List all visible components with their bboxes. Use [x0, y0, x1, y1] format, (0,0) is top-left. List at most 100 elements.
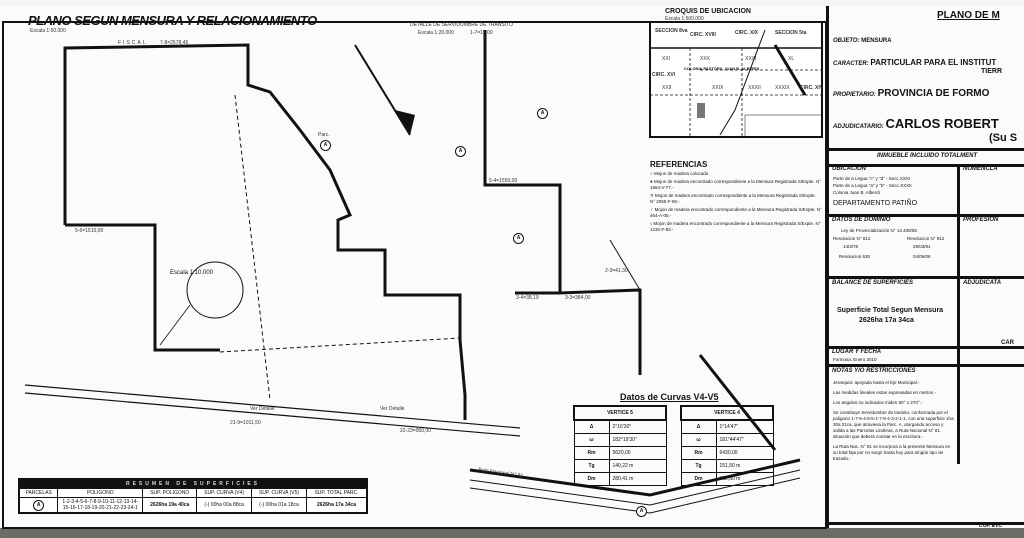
lugar-fecha: Formosa, Enero 2010	[833, 357, 877, 362]
road-line	[24, 384, 521, 429]
parcel-marker: A	[33, 499, 45, 511]
croquis-frame	[649, 21, 823, 138]
objeto-row: OBJETO: MENSURA	[833, 38, 892, 44]
title-block-heading: PLANO DE M	[937, 10, 1000, 21]
text	[829, 364, 1024, 367]
nota-item: Jerarquía: apoyada hasta el Eje Municipa…	[833, 380, 920, 385]
dominio-line: Ley de Provincialización N° 14.408/55	[841, 228, 917, 233]
car-label: CAR	[1001, 340, 1014, 346]
table-cell: SUP. CURVA (V4)	[196, 488, 253, 498]
legend-item: ● Mojon de madera encontrado correspondi…	[650, 179, 822, 190]
table-cell: Δ	[680, 419, 717, 434]
croquis-label: XXXI	[745, 56, 757, 62]
measure-label: 2-3=41,30	[605, 268, 628, 274]
croquis-label: XXI	[662, 56, 671, 62]
table-cell: POLIGONO	[57, 488, 144, 498]
table-cell: 2626ha 19a 40ca	[142, 497, 198, 514]
table-cell: SUP. CURVA (V5)	[251, 488, 307, 498]
detail-scale: Escala 1:20.000	[418, 30, 454, 36]
table-cell: ω	[680, 433, 717, 447]
nota-item: Se constituye Servidumbre de transito, c…	[833, 410, 954, 439]
measure-label: 7-8=2578,46	[160, 40, 189, 46]
plan-sheet	[0, 6, 1024, 528]
ubicacion-title: UBICACION	[832, 166, 866, 172]
parcel-marker: A	[636, 506, 647, 517]
plan-scale: Escala 1:50.000	[30, 28, 66, 34]
text	[829, 276, 1024, 279]
croquis-title: CROQUIS DE UBICACION	[665, 8, 751, 15]
croquis-label: SECCION 5ta	[775, 30, 807, 36]
profesional-title: PROFESION	[963, 217, 999, 223]
measure-label: 5-6=1510,00	[75, 228, 104, 234]
balance-text: Superficie Total Segun Mensura	[837, 307, 944, 314]
text	[829, 148, 1024, 151]
table-cell: Tg	[680, 459, 717, 473]
legend-text: Mojon de madera colocado	[653, 171, 709, 176]
parcel-marker: A	[537, 108, 548, 119]
road-curve	[469, 477, 801, 514]
text: CARACTER:	[833, 61, 869, 67]
table-cell: 5620,00	[608, 446, 667, 460]
notas-title: NOTAS Y/O RESTRICCIONES	[832, 368, 916, 374]
croquis-label: XXXIX	[775, 85, 790, 91]
detail-boundary	[609, 239, 641, 291]
legend-text: Mojon de madera encontrado correspondien…	[650, 179, 822, 190]
croquis-label: XXII	[662, 85, 672, 91]
croquis-label: XXX	[700, 56, 711, 62]
text	[829, 522, 1024, 525]
servidumbre-dashed	[219, 337, 461, 353]
croquis-label: XXXII	[748, 85, 761, 91]
caracter-continued: TIERR	[981, 68, 1002, 75]
inmueble-label: INMUEBLE INCLUIDO TOTALMENT	[877, 153, 978, 159]
inner-scale: Escala 1:10.000	[170, 270, 214, 276]
legend-text: Mojon de madera encontrado correspondien…	[650, 193, 816, 204]
detail-measure: 1-7=15,00	[470, 30, 493, 36]
table-cell: (-) 00ha 00a 88ca	[196, 497, 253, 514]
curves-title: Datos de Curvas V4-V5	[620, 392, 719, 402]
croquis-scale: Escala 1:500.000	[665, 16, 704, 22]
legend-item: ○ Mojon de madera colocado	[650, 171, 709, 176]
table-cell: Dm	[680, 472, 717, 486]
measure-label: 21-9=1011,50	[230, 420, 261, 426]
referencias-title: REFERENCIAS	[650, 160, 708, 169]
table-cell: 151,50 m	[715, 459, 774, 473]
propietario-row: PROPIETARIO: PROVINCIA DE FORMO	[833, 88, 989, 99]
croquis-label: SECCION 8va	[655, 28, 688, 34]
table-cell: Rm	[573, 446, 610, 460]
text: MENSURA	[861, 38, 892, 44]
legend-text: Mojon de madera encontrado correspondien…	[650, 207, 822, 218]
text: PROVINCIA DE FORMO	[877, 88, 990, 99]
croquis-label: CIRC. XIX	[735, 30, 759, 36]
table-cell: 182°19'30"	[608, 433, 667, 447]
nota-item: Los angulos no indicados miden 90° o 270…	[833, 400, 923, 405]
title-block: PLANO DE M OBJETO: MENSURA CARACTER: PAR…	[826, 6, 1024, 529]
table-cell: 140,22 m	[608, 459, 667, 473]
curve-header: VERTICE 4	[680, 405, 774, 421]
text	[829, 164, 1024, 167]
referencias-legend: REFERENCIAS ○ Mojon de madera colocado ●…	[650, 160, 822, 233]
text	[829, 214, 1024, 217]
table-cell: 302,50 m	[715, 472, 774, 486]
detail-boundary	[483, 30, 642, 375]
balance-title: BALANCE DE SUPERFICIES	[832, 280, 914, 286]
table-cell: PARCELAS	[18, 488, 59, 498]
text: CARLOS ROBERT	[885, 116, 999, 131]
table-cell: SUP. TOTAL PARC.	[305, 488, 368, 498]
nota-item: Las medidas lineales estan expresadas en…	[833, 390, 936, 395]
parcel-marker: A	[455, 146, 466, 157]
table-cell: (-) 00ha 01a 18ca	[251, 497, 307, 514]
road-detail-label: Ver Detalle	[380, 406, 405, 412]
fiscal-label: FISCAL	[118, 40, 148, 46]
text: OBJETO:	[833, 38, 860, 44]
text	[829, 346, 1024, 349]
scan-edge	[0, 528, 1024, 538]
lugar-title: LUGAR Y FECHA	[832, 349, 882, 355]
table-cell: 280,41 m	[608, 472, 667, 486]
table-cell: 1°14'47"	[715, 419, 774, 434]
departamento: DEPARTAMENTO PATIÑO	[833, 200, 918, 207]
croquis-label: XXIX	[712, 85, 724, 91]
north-arrow-icon	[354, 44, 415, 136]
table-cell: Rm	[680, 446, 717, 460]
table-cell: Tg	[573, 459, 610, 473]
